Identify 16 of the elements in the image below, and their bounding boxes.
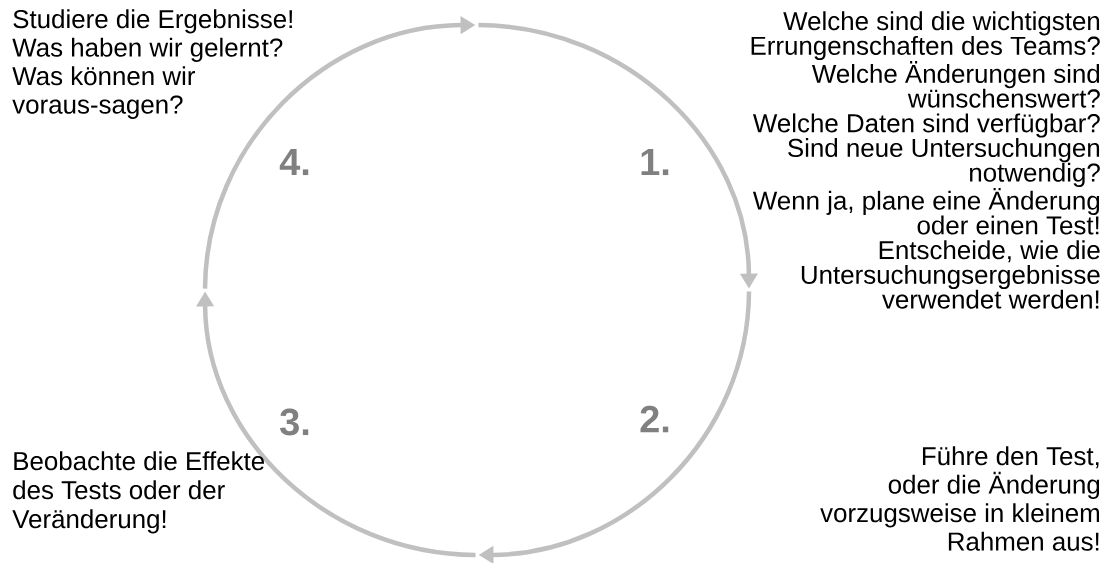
instruction-text: Welche sind die wichtigsten Errungenschaften des Teams? xyxy=(751,11,1100,61)
instruction-text: Welche Daten sind verfügbar? xyxy=(753,113,1100,138)
instruction-text: Was können wir voraus-sagen? xyxy=(12,66,195,119)
instruction-text: oder die Änderung vorzugsweise in kleinem Rahmen aus! xyxy=(820,471,1100,551)
step-number: 1. xyxy=(641,148,669,176)
instruction-text: Entscheide, wie die Untersuchungsergebnisse verwendet werden! xyxy=(801,240,1100,309)
instruction-text: Wenn ja, plane eine Änderung oder einen Test! xyxy=(752,187,1100,235)
step-number: 2. xyxy=(640,405,669,433)
instruction-text: Was haben wir gelernt? xyxy=(12,37,283,62)
instruction-text: Führe den Test, xyxy=(922,446,1099,469)
instruction-text: Beobachte die Effekte des Tests oder der Veränderung! xyxy=(12,451,264,534)
step-number: 3. xyxy=(280,408,309,436)
instruction-text: Studiere die Ergebnisse! xyxy=(13,9,292,34)
instruction-text: Sind neue Untersuchungen notwendig? xyxy=(788,138,1100,187)
instruction-text: Welche Änderungen sind wünschenswert? xyxy=(812,61,1100,108)
step-number: 4. xyxy=(279,148,309,176)
